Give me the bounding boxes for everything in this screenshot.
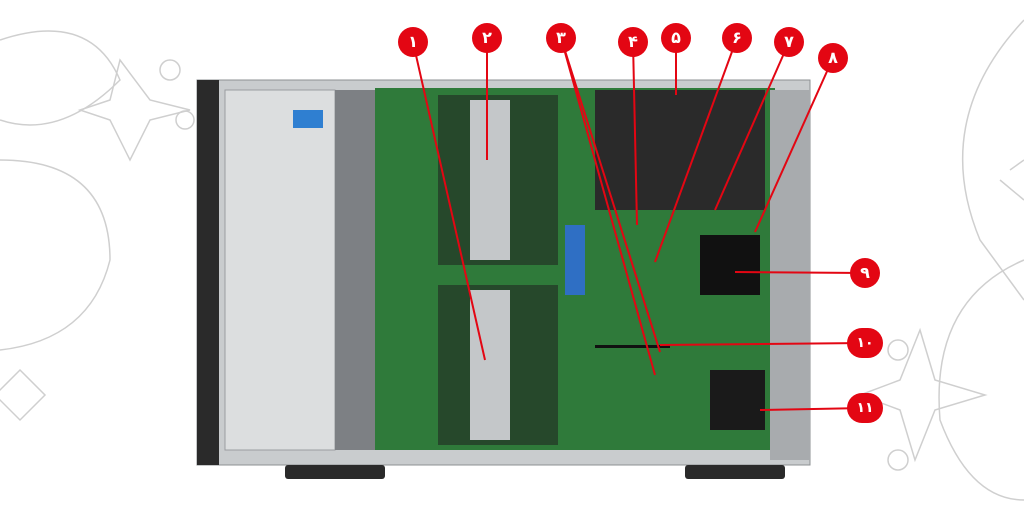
cpu-heatsink-1 (470, 100, 510, 260)
callout-4: ۴ (618, 27, 648, 57)
callout-5: ۵ (661, 23, 691, 53)
decorative-ornament (0, 19, 1024, 501)
callout-8: ۸ (818, 43, 848, 73)
leader-lines (412, 37, 866, 411)
callout-2: ۲ (472, 23, 502, 53)
rear-panel (770, 90, 810, 460)
blue-handle (565, 225, 585, 295)
callout-1: ۱ (398, 27, 428, 57)
callout-6: ۶ (722, 23, 752, 53)
pcie-slot (595, 345, 670, 348)
callout-11: ۱۱ (847, 393, 883, 423)
callout-3: ۳ (546, 23, 576, 53)
raid-controller (710, 370, 765, 430)
callout-10: ۱۰ (847, 328, 883, 358)
callout-7: ۷ (774, 27, 804, 57)
drive-cage (224, 89, 336, 451)
chip-9 (700, 235, 760, 295)
air-baffle (595, 90, 765, 210)
cable-area (335, 90, 375, 450)
foot-right (685, 465, 785, 479)
callout-9: ۹ (850, 258, 880, 288)
blue-latch (293, 110, 323, 128)
cpu-heatsink-2 (470, 290, 510, 440)
foot-left (285, 465, 385, 479)
front-bezel (197, 80, 219, 465)
